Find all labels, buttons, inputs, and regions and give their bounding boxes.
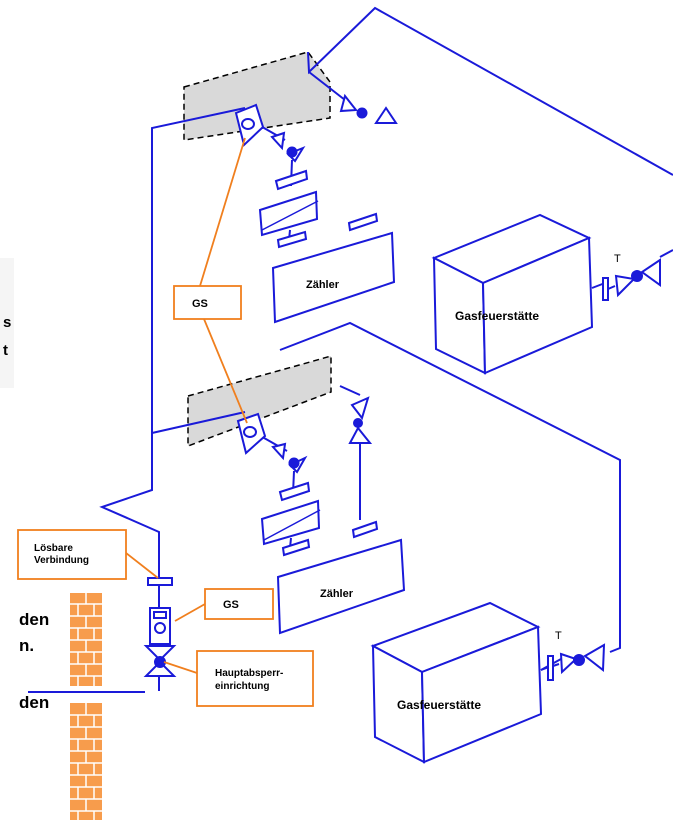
- left-fragment-2: t: [3, 342, 8, 359]
- wall-penetration-lower: [187, 355, 332, 448]
- wall-penetration-upper: [183, 51, 331, 141]
- left-fragment-3: den: [19, 610, 49, 629]
- lower-appliance-label: Gasfeuerstätte: [397, 698, 481, 712]
- brick-wall-upper: [70, 593, 102, 686]
- upper-gas-appliance: Gasfeuerstätte T: [431, 213, 661, 375]
- left-fragment-1: s: [3, 314, 11, 331]
- upper-appliance-label: Gasfeuerstätte: [455, 309, 539, 323]
- callout-gs-lower-label: GS: [223, 599, 239, 611]
- lower-thermo-label: T: [555, 630, 562, 642]
- callout-gs-lower: GS: [204, 588, 274, 620]
- gas-pipe-network: [28, 6, 673, 693]
- callout-hauptabsperreinrichtung: Hauptabsperr- einrichtung: [196, 650, 314, 707]
- callout-gs-middle: GS: [173, 285, 242, 320]
- lower-meter: Zähler: [276, 538, 406, 635]
- brick-wall-lower: [70, 703, 102, 820]
- upper-thermo-label: T: [614, 253, 621, 265]
- callout-hauptabsperr-line1: Hauptabsperr-: [215, 668, 283, 679]
- upper-meter-label: Zähler: [306, 279, 340, 291]
- lower-meter-label: Zähler: [320, 588, 354, 600]
- lower-gas-appliance: Gasfeuerstätte T: [370, 601, 606, 764]
- main-shutoff-assembly: [143, 577, 177, 677]
- callout-leaders: [125, 137, 248, 674]
- callout-hauptabsperr-line2: einrichtung: [215, 681, 269, 692]
- left-text-fragments: s t den n. den: [0, 258, 49, 712]
- callout-gs-middle-label: GS: [192, 298, 208, 310]
- upper-meter: Zähler: [271, 231, 396, 324]
- upper-ceiling-valves: [339, 93, 398, 124]
- left-fragment-4: n.: [19, 636, 34, 655]
- lower-gas-connector: [236, 396, 379, 557]
- left-fragment-5: den: [19, 693, 49, 712]
- callout-loesbare-line2: Verbindung: [34, 555, 89, 566]
- callout-loesbare-line1: Lösbare: [34, 543, 73, 554]
- callout-loesbare-verbindung: Lösbare Verbindung: [17, 529, 127, 580]
- left-panel-shade: [0, 258, 14, 388]
- upper-gas-connector: [234, 103, 379, 249]
